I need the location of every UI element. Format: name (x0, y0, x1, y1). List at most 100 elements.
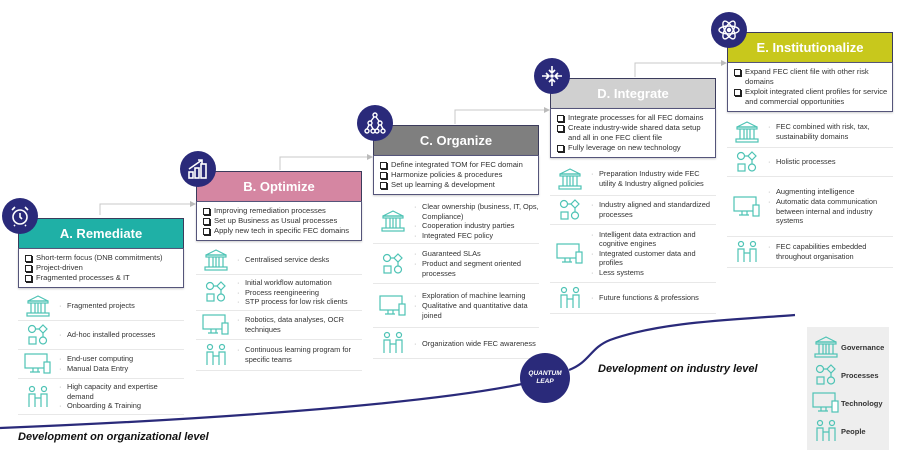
dimension-row-people: Continuous learning program for specific… (196, 340, 362, 371)
stage-title: D. Integrate (550, 78, 716, 108)
governance-icon (196, 248, 236, 271)
dimension-row-processes: Initial workflow automationProcess reeng… (196, 275, 362, 311)
processes-icon (18, 324, 58, 346)
industry-level-label: Development on industry level (598, 363, 758, 375)
objective-item: Harmonize policies & procedures (380, 170, 534, 180)
legend-item: Technology (811, 389, 885, 417)
atom-icon (711, 12, 747, 48)
dimension-row-technology: Exploration of machine learningQualitati… (373, 284, 539, 329)
objective-item: Project-driven (25, 263, 179, 273)
dimension-point: Product and segment oriented processes (413, 259, 539, 278)
dimension-point: Less systems (590, 268, 716, 278)
dimension-row-technology: End-user computingManual Data Entry (18, 350, 184, 379)
dimension-point: Integrated FEC policy (413, 231, 539, 241)
objective-item: Exploit integrated client profiles for s… (734, 87, 888, 107)
legend-item: People (811, 417, 885, 445)
people-icon (811, 419, 841, 443)
dimension-point: FEC combined with risk, tax, sustainabil… (767, 122, 893, 141)
dimension-point: High capacity and expertise demand (58, 382, 184, 401)
processes-icon (373, 253, 413, 275)
dimension-point: End-user computing (58, 354, 133, 364)
legend-label: Technology (841, 398, 883, 408)
dimension-point: Onboarding & Training (58, 401, 184, 411)
alarm-clock-icon (2, 198, 38, 234)
dimension-point: STP process for low risk clients (236, 297, 348, 307)
objective-item: Short-term focus (DNB commitments) (25, 253, 179, 263)
development-curve (0, 313, 796, 430)
processes-icon (550, 199, 590, 221)
legend-label: People (841, 426, 866, 436)
dimension-point: Industry aligned and standardized proces… (590, 200, 716, 219)
stage-title: A. Remediate (18, 218, 184, 248)
dimension-row-governance: Preparation Industry wide FEC utility & … (550, 162, 716, 196)
governance-icon (18, 295, 58, 317)
dimension-point: Cooperation industry parties (413, 221, 539, 231)
dimension-row-governance: Centralised service desks (196, 245, 362, 275)
legend-item: Governance (811, 333, 885, 361)
connector-b-c (279, 154, 373, 170)
dimension-row-processes: Guaranteed SLAsProduct and segment orien… (373, 244, 539, 285)
people-icon (727, 240, 767, 264)
growth-chart-icon (180, 151, 216, 187)
processes-icon (196, 281, 236, 303)
people-icon (196, 343, 236, 367)
objective-item: Apply new tech in specific FEC domains (203, 226, 357, 236)
dimension-row-technology: Augmenting intelligenceAutomatic data co… (727, 177, 893, 237)
converge-arrows-icon (534, 58, 570, 94)
dimension-row-people: FEC capabilities embedded throughout org… (727, 237, 893, 268)
objective-item: Create industry-wide shared data setup a… (557, 123, 711, 143)
dimension-point: Manual Data Entry (58, 364, 133, 374)
quantum-leap-badge: QUANTUM LEAP (520, 353, 570, 403)
technology-icon (550, 242, 590, 265)
dimension-row-technology: Robotics, data analyses, OCR techniques (196, 311, 362, 340)
governance-icon (811, 336, 841, 358)
people-icon (550, 286, 590, 310)
legend-label: Processes (841, 370, 879, 380)
dimension-point: Centralised service desks (236, 255, 329, 265)
dimension-row-people: Future functions & professions (550, 283, 716, 314)
dimension-row-governance: Fragmented projects (18, 292, 184, 321)
dimension-row-people: Organization wide FEC awareness (373, 328, 539, 360)
dimension-row-governance: Clear ownership (business, IT, Ops, Comp… (373, 199, 539, 245)
dimension-row-governance: FEC combined with risk, tax, sustainabil… (727, 116, 893, 148)
connector-c-d (454, 107, 550, 124)
legend-label: Governance (841, 342, 885, 352)
dimension-point: Fragmented projects (58, 301, 135, 311)
dimension-point: Intelligent data extraction and cognitiv… (590, 230, 716, 249)
dimension-point: Future functions & professions (590, 293, 699, 303)
dimension-point: Organization wide FEC awareness (413, 339, 536, 349)
dimension-row-technology: Intelligent data extraction and cognitiv… (550, 225, 716, 283)
hierarchy-icon (357, 105, 393, 141)
people-icon (18, 385, 58, 409)
objective-item: Set up Business as Usual processes (203, 216, 357, 226)
connector-d-e (634, 60, 727, 77)
technology-icon (727, 195, 767, 218)
stage-objectives: Expand FEC client file with other risk d… (727, 62, 893, 112)
quantum-leap-text: QUANTUM (528, 370, 562, 377)
stage-title: E. Institutionalize (727, 32, 893, 62)
org-level-label: Development on organizational level (18, 431, 209, 443)
governance-icon (727, 120, 767, 143)
dimension-point: Qualitative and quantitative data joined (413, 301, 539, 320)
legend-item: Processes (811, 361, 885, 389)
dimension-point: Augmenting intelligence (767, 187, 893, 197)
objective-item: Fragmented processes & IT (25, 273, 179, 283)
objective-item: Fully leverage on new technology (557, 143, 711, 153)
technology-icon (18, 353, 58, 375)
governance-icon (550, 167, 590, 190)
dimension-point: Holistic processes (767, 157, 836, 167)
dimension-row-people: High capacity and expertise demandOnboar… (18, 379, 184, 415)
dimension-point: Exploration of machine learning (413, 291, 539, 301)
dimension-point: Process reengineering (236, 288, 348, 298)
dimension-point: Clear ownership (business, IT, Ops, Comp… (413, 202, 539, 221)
dimension-point: Ad-hoc installed processes (58, 330, 155, 340)
dimension-point: Automatic data communication between int… (767, 197, 893, 226)
processes-icon (727, 151, 767, 173)
